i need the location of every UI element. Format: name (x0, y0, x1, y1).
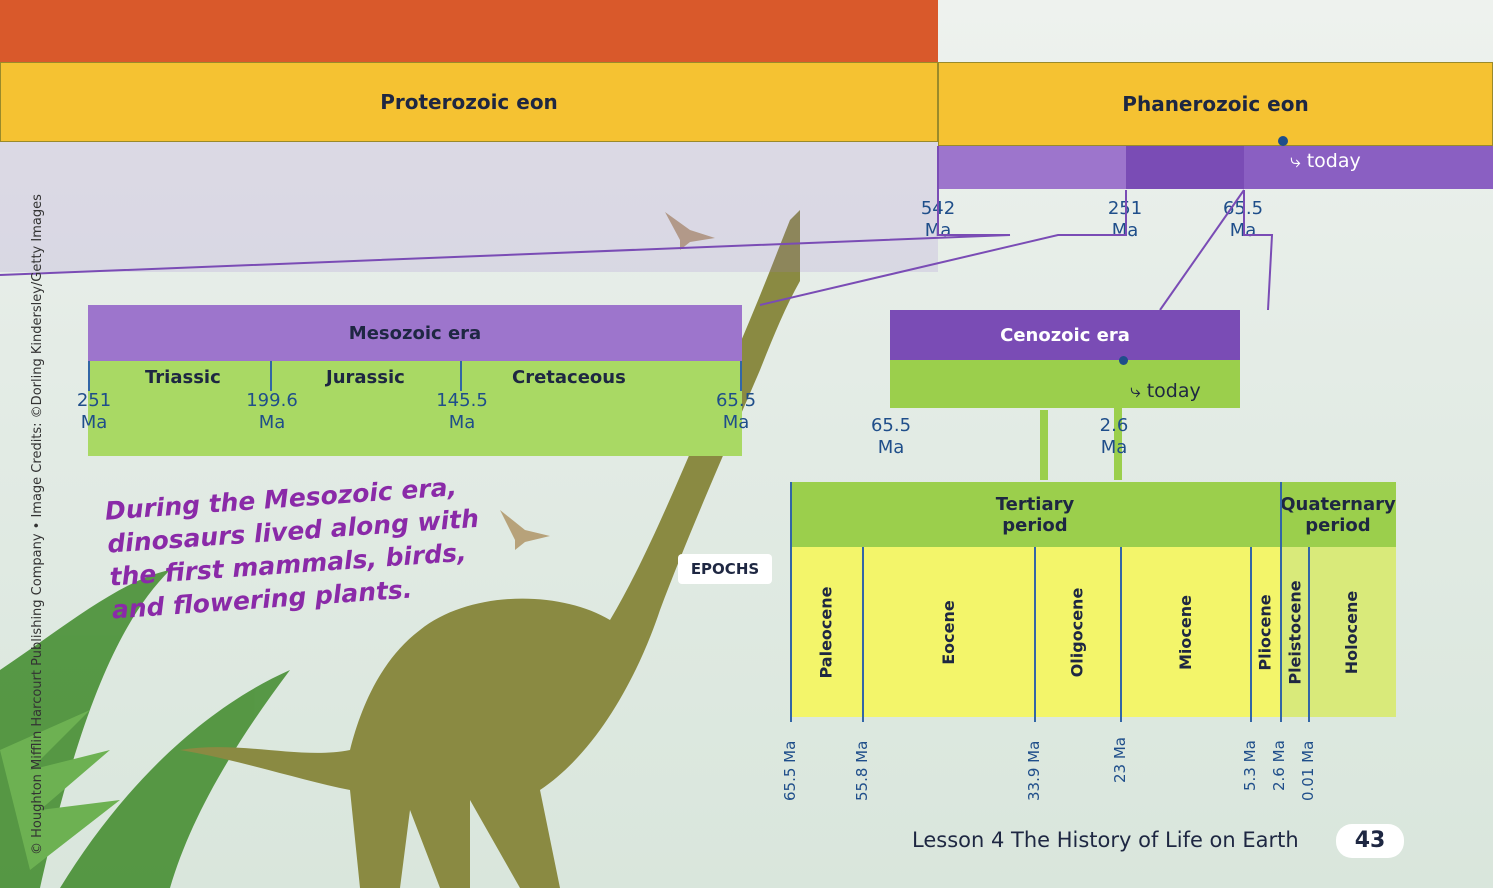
epoch-tick-line-6 (1280, 482, 1282, 722)
cenozoic-today-dot (1119, 356, 1128, 365)
period-triassic: Triassic (145, 367, 221, 388)
image-credit: © Houghton Mifflin Harcourt Publishing C… (30, 194, 45, 855)
cenozoic-era-bar: Cenozoic era (890, 310, 1240, 360)
epoch-tick-line-5 (1250, 547, 1252, 722)
epoch-tick-33-9: 33.9 Ma (1025, 800, 1085, 819)
epoch-pleistocene: Pleistocene (1282, 547, 1309, 717)
quaternary-line1: Quaternary (1280, 494, 1396, 515)
mesozoic-tick-line-4 (740, 361, 742, 391)
epoch-tick-line-4 (1120, 547, 1122, 722)
ceno-tick-65-5: 65.5Ma (864, 415, 918, 459)
hadean-archean-bar (0, 0, 938, 62)
epoch-eocene: Eocene (862, 547, 1035, 717)
epoch-miocene: Miocene (1120, 547, 1251, 717)
quaternary-period-box: Quaternary period (1280, 482, 1396, 547)
mesozoic-tick-line-2 (270, 361, 272, 391)
epoch-paleocene: Paleocene (790, 547, 863, 717)
page-number: 43 (1336, 824, 1404, 858)
cenozoic-era-title: Cenozoic era (1000, 325, 1130, 346)
ceno-tick-2-6: 2.6Ma (1092, 415, 1136, 459)
period-cretaceous: Cretaceous (512, 367, 626, 388)
epoch-oligocene: Oligocene (1034, 547, 1121, 717)
epoch-holocene: Holocene (1308, 547, 1396, 717)
epoch-tick-55-8: 55.8 Ma (853, 800, 913, 819)
epochs-tag: EPOCHS (678, 554, 772, 584)
meso-tick-199-6: 199.6Ma (240, 390, 304, 434)
tertiary-line2: period (996, 515, 1075, 536)
epoch-tick-23: 23 Ma (1111, 782, 1157, 801)
epoch-tick-65-5: 65.5 Ma (781, 800, 841, 819)
epoch-pliocene: Pliocene (1250, 547, 1282, 717)
today-label-cenozoic: ⤷ today (1130, 380, 1201, 402)
tertiary-line1: Tertiary (996, 494, 1075, 515)
epoch-tick-line-2 (862, 547, 864, 722)
epoch-tick-line-7 (1308, 547, 1310, 722)
mesozoic-era-title: Mesozoic era (349, 323, 481, 344)
epoch-tick-0-01: 0.01 Ma (1299, 800, 1359, 819)
period-jurassic: Jurassic (326, 367, 405, 388)
meso-tick-251: 251Ma (70, 390, 118, 434)
meso-tick-145-5: 145.5Ma (428, 390, 496, 434)
proterozoic-eon-label: Proterozoic eon (380, 90, 558, 114)
mesozoic-tick-line-3 (460, 361, 462, 391)
mesozoic-tick-line-1 (88, 361, 90, 391)
proterozoic-eon-bar: Proterozoic eon (0, 62, 938, 142)
tertiary-period-box: Tertiary period (790, 482, 1280, 547)
epoch-tick-line-3 (1034, 547, 1036, 722)
phanerozoic-eon-label: Phanerozoic eon (1122, 92, 1308, 116)
footer-lesson-title: Lesson 4 The History of Life on Earth (912, 828, 1299, 852)
quaternary-line2: period (1280, 515, 1396, 536)
epoch-tick-line-1 (790, 482, 792, 722)
phanerozoic-eon-bar: Phanerozoic eon (938, 62, 1493, 146)
today-arrow-icon-2: ⤷ (1130, 380, 1147, 402)
meso-tick-65-5: 65.5Ma (708, 390, 764, 434)
mesozoic-era-bar: Mesozoic era (88, 305, 742, 361)
